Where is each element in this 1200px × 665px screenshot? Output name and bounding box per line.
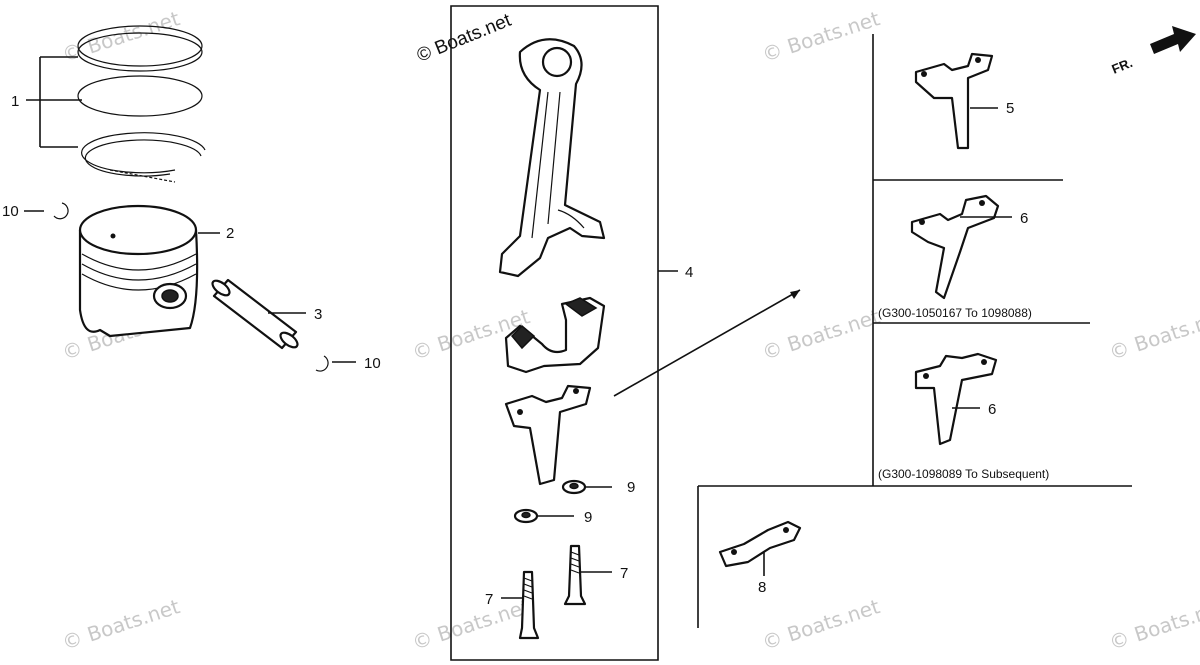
watermark: © Boats.net — [759, 594, 883, 655]
fr-arrow-icon — [1150, 26, 1196, 54]
callout-6a: 6 — [1020, 210, 1028, 227]
copyright-watermark: © Boats.net — [414, 10, 515, 67]
nut-upper — [561, 479, 587, 495]
variant-early-label: (G300-1050167 To 1098088) — [878, 306, 1032, 320]
watermark: © Boats.net — [409, 594, 533, 655]
callout-7a: 7 — [620, 565, 628, 582]
callout-9b: 9 — [584, 509, 592, 526]
nut-lower — [513, 508, 539, 524]
piston-rings — [77, 25, 206, 183]
bolt-left — [518, 570, 540, 640]
watermarks: © Boats.net © Boats.net © Boats.net © Bo… — [59, 6, 1200, 655]
watermark: © Boats.net — [59, 594, 183, 655]
watermark: © Boats.net — [1106, 304, 1200, 365]
piston — [78, 204, 199, 338]
variant-frame — [697, 34, 1132, 628]
plate-6-early — [910, 194, 1000, 300]
variant-late-label: (G300-1098089 To Subsequent) — [878, 467, 1049, 481]
variant-arrowhead — [790, 290, 800, 299]
fr-direction-indicator: FR. — [1110, 26, 1196, 77]
callout-4: 4 — [685, 264, 693, 281]
callout-3: 3 — [314, 306, 322, 323]
rod-assembly-frame — [450, 5, 659, 661]
plate-6-late — [914, 352, 998, 446]
circlip-left — [53, 202, 69, 220]
callout-5: 5 — [1006, 100, 1014, 117]
watermark: © Boats.net — [759, 304, 883, 365]
fr-label: FR. — [1110, 55, 1135, 77]
bolt-right — [563, 544, 587, 606]
plate-8 — [718, 520, 802, 568]
watermark: © Boats.net — [1106, 594, 1200, 655]
connecting-rod — [498, 38, 606, 278]
circlip-right — [315, 355, 329, 372]
callout-10a: 10 — [2, 203, 19, 220]
callout-6b: 6 — [988, 401, 996, 418]
rod-cap — [504, 296, 606, 374]
callout-1: 1 — [11, 93, 19, 110]
callout-7b: 7 — [485, 591, 493, 608]
watermark: © Boats.net — [759, 6, 883, 67]
lock-plate — [504, 384, 592, 486]
plate-5 — [914, 52, 994, 150]
piston-pin — [211, 278, 299, 350]
callout-9a: 9 — [627, 479, 635, 496]
leader-1 — [26, 56, 82, 148]
callout-8: 8 — [758, 579, 766, 596]
callout-10b: 10 — [364, 355, 381, 372]
variant-arrow — [613, 289, 801, 397]
callout-2: 2 — [226, 225, 234, 242]
